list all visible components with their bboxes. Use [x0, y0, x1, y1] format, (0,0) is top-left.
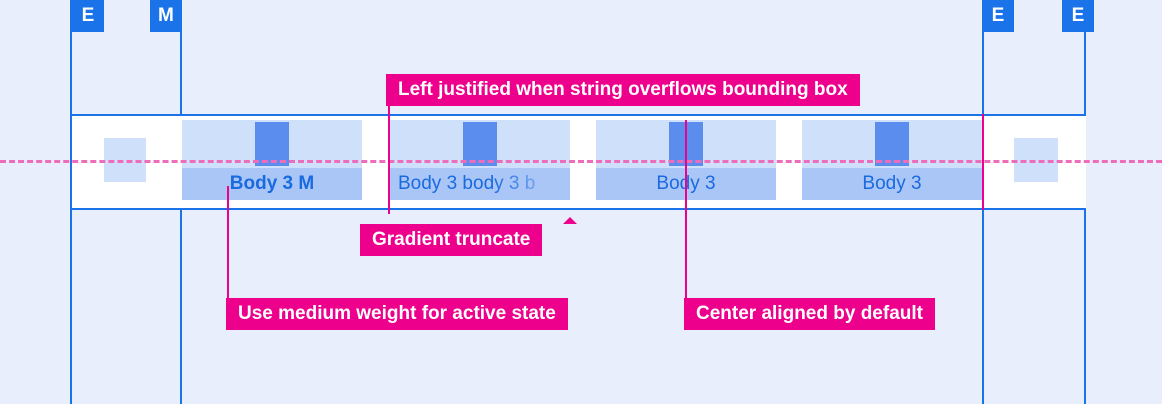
annotation-center-aligned: Center aligned by default: [684, 298, 935, 330]
vertical-guide-left-outer: [70, 0, 72, 404]
badge-e-right-inner: E: [982, 0, 1014, 32]
annotation-gradient-pointer: [563, 217, 577, 224]
tab-label-strip: Body 3 M: [182, 168, 362, 200]
tab-label: Body 3 body 3 b: [398, 173, 536, 194]
leader-line-overflow: [388, 74, 390, 214]
badge-e-right-outer: E: [1062, 0, 1094, 32]
leader-line-medium-weight: [227, 186, 229, 298]
badge-m-left-inner: M: [150, 0, 182, 32]
tab-label-strip: Body 3: [802, 168, 982, 200]
annotation-overflow: Left justified when string overflows bou…: [386, 74, 860, 106]
annotation-gradient-truncate: Gradient truncate: [360, 224, 543, 256]
tab-icon: [463, 122, 497, 166]
leader-line-right-edge: [982, 114, 984, 210]
annotation-medium-weight: Use medium weight for active state: [226, 298, 568, 330]
horizontal-baseline-guide: [0, 160, 1162, 163]
tab-label: Body 3: [862, 173, 922, 194]
tab-label-strip: Body 3 body 3 b: [390, 168, 570, 200]
tab-icon: [255, 122, 289, 166]
tab-label: Body 3 M: [229, 173, 315, 194]
tab-icon: [875, 122, 909, 166]
leader-line-center-aligned: [685, 120, 687, 298]
badge-e-left-outer: E: [72, 0, 104, 32]
